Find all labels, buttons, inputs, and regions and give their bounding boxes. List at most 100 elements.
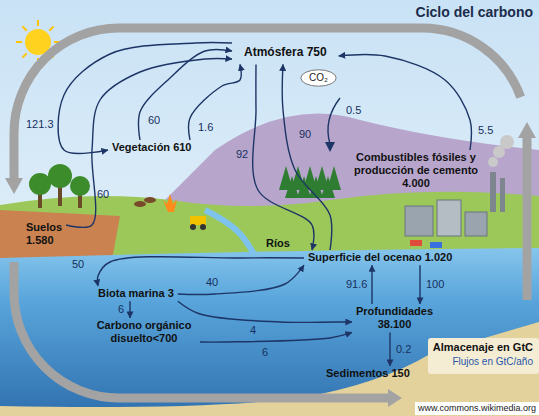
smoke [488,157,498,167]
tractor-wheel [200,224,206,230]
flux-value: 4 [250,324,256,337]
bubble-shape [301,70,336,86]
key-panel [428,338,539,374]
flux-arrow [282,64,331,250]
conifer [309,176,323,198]
tree-crown [70,176,90,196]
flux-value: 92 [236,148,248,161]
store-name: Sedimentos 150 [326,367,410,380]
store-label: Vegetación 610 [108,140,196,155]
watermark: www.commons.wikimedia.org [415,402,539,415]
conifer [297,176,311,198]
flux-value: 50 [72,258,84,271]
flux-arrow [129,301,130,318]
forest [279,166,341,198]
flux-arrow [339,55,472,150]
store-name: Vegetación 610 [112,141,192,154]
flux-key: Flujos en GtC/año [452,356,533,368]
river [205,210,255,256]
cow [144,197,156,203]
store-name: Suelos 1.580 [26,221,62,247]
store-name: Ríos [266,237,290,250]
building [465,212,487,236]
flux-arrow [419,265,420,304]
tree-crown [29,173,51,195]
cycle-arrowhead [5,178,23,194]
store-label: Atmósfera 750 [232,40,339,64]
flux-arrow [66,59,232,228]
left-trees [29,164,90,208]
sun-ray [22,26,26,30]
flux-value: 100 [426,278,444,291]
cycle-arrowhead [388,389,402,407]
tractor [190,216,206,230]
car [410,240,422,246]
storage-key: Almacenaje en GtC [433,341,533,354]
gas-bubble: CO₂ [300,69,337,87]
store-name: Profundidades 38.100 [356,305,433,331]
store-name: Atmósfera 750 [244,45,327,59]
cycle-arrow-right [523,138,532,300]
flux-value: 90 [299,128,311,141]
tree-crown [48,164,72,188]
smoke [500,135,514,149]
store-label: Ríos [262,236,294,251]
flux-value: 6 [262,346,268,359]
flux-value: 60 [97,188,109,201]
flux-arrow [178,265,304,294]
flux-arrow [371,265,372,304]
store-label: Biota marina 3 [94,286,178,301]
flux-arrow [138,50,232,140]
store-name: Combustibles fósiles y producción de cem… [352,151,480,191]
store-name: CO₂ [309,72,328,84]
flux-value: 121.3 [26,118,54,131]
sun [16,20,60,64]
store-label: Profundidades 38.100 [352,304,437,332]
sun-ray [16,41,22,43]
sun-ray [22,53,26,57]
building [405,206,433,236]
store-label: Sedimentos 150 [322,366,414,381]
store-name: Biota marina 3 [98,287,174,300]
flux-value: 1.6 [198,121,213,134]
store-name: Carbono orgánico disuelto<700 [92,319,196,345]
ocean [0,248,539,416]
flux-arrow [189,64,242,140]
flux-arrow [253,64,314,250]
flux-value: 6 [118,303,124,316]
chimney [490,172,496,212]
chimney [500,178,505,212]
building [437,200,461,236]
flux-value: 0.2 [396,343,411,356]
diagram-title: Ciclo del carbono [416,4,533,20]
tractor-body [190,216,206,225]
conifer [285,176,299,198]
conifer [321,176,335,198]
flux-arrow [200,332,352,342]
store-name: Superficie del ocenao 1.020 [308,251,452,264]
store-label: Superficie del ocenao 1.020 [304,250,456,265]
car [430,242,442,248]
flux-value: 60 [148,114,160,127]
flux-arrow [178,301,352,322]
sun-ray [49,26,53,30]
flux-value: 0.5 [346,104,361,117]
fire [163,194,177,212]
tractor-wheel [190,224,196,230]
store-label: Carbono orgánico disuelto<700 [88,318,200,346]
arrowhead [325,142,335,152]
cycle-arrowhead [518,122,536,138]
sun-ray [37,20,39,26]
cow [134,201,146,207]
flux-value: 40 [206,276,218,289]
store-label: Combustibles fósiles y producción de cem… [348,150,484,192]
flux-arrow [389,332,390,366]
flux-value: 91.6 [346,278,367,291]
flux-arrow [97,257,304,286]
flux-arrow [328,98,340,144]
store-label: Suelos 1.580 [22,220,66,248]
